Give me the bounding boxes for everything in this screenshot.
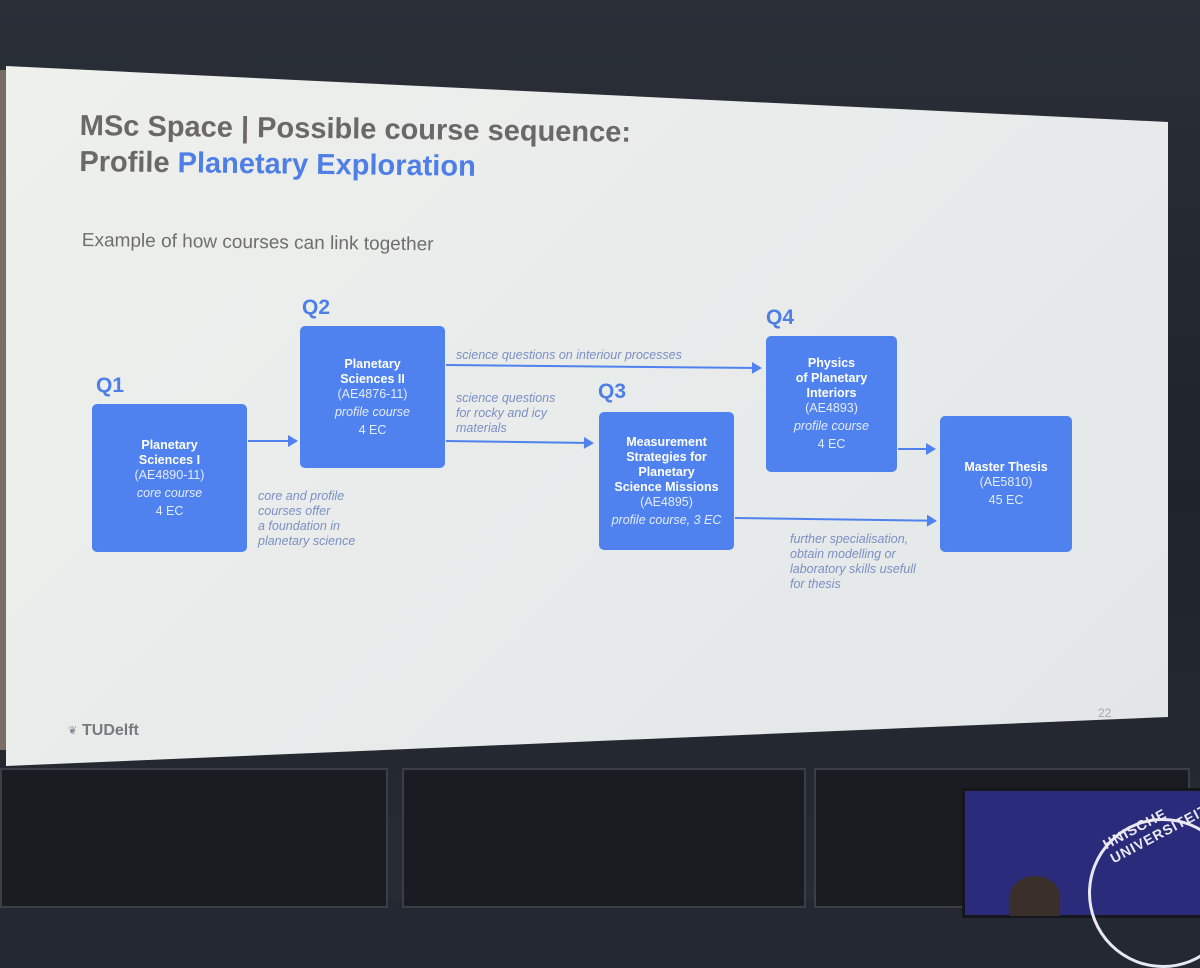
logo-text: TUDelft: [82, 722, 139, 739]
tudelft-logo: ❦ TUDelft: [68, 722, 139, 740]
flame-icon: ❦: [68, 725, 78, 737]
note-line: core and profile: [258, 489, 345, 503]
title-prefix: Profile: [79, 145, 178, 180]
course-name: Planetary: [141, 437, 198, 452]
title-highlight: Planetary Exploration: [177, 147, 476, 183]
slide-title: MSc Space | Possible course sequence: Pr…: [79, 108, 631, 187]
course-ec: 4 EC: [155, 503, 184, 518]
quarter-label-q1: Q1: [96, 374, 125, 397]
course-ec: 45 EC: [988, 493, 1024, 507]
note-foundation: core and profile courses offer a foundat…: [258, 489, 355, 549]
course-code: (AE4893): [805, 401, 858, 415]
course-kind: profile course: [334, 404, 411, 419]
course-code: (AE4895): [640, 494, 693, 509]
slide-subtitle: Example of how courses can link together: [81, 230, 434, 256]
note-line: obtain modelling or: [790, 547, 896, 561]
course-box-master-thesis: Master Thesis (AE5810) 45 EC: [940, 416, 1072, 552]
note-line: laboratory skills usefull: [790, 562, 916, 576]
course-box-physics-planetary-interiors: Physics of Planetary Interiors (AE4893) …: [766, 336, 897, 472]
course-box-planetary-sciences-1: Planetary Sciences I (AE4890-11) core co…: [92, 404, 247, 552]
course-name: Science Missions: [614, 479, 719, 494]
course-ec: 4 EC: [358, 422, 387, 437]
note-specialisation: further specialisation, obtain modelling…: [790, 532, 916, 592]
quarter-label-q3: Q3: [598, 380, 627, 403]
note-line: courses offer: [258, 504, 331, 518]
course-name: Master Thesis: [964, 460, 1048, 474]
course-kind: profile course, 3 EC: [611, 512, 722, 527]
course-name: Strategies for: [626, 449, 707, 464]
course-code: (AE5810): [979, 475, 1033, 489]
note-line: planetary science: [258, 534, 356, 548]
course-name: Sciences II: [340, 371, 405, 386]
course-kind: profile course: [793, 419, 870, 433]
course-name: Measurement: [626, 434, 707, 449]
presenter-head: [1010, 876, 1060, 916]
course-code: (AE4876-11): [337, 386, 408, 401]
note-line: a foundation in: [258, 519, 341, 533]
course-name: Planetary: [344, 356, 401, 371]
course-code: (AE4890-11): [134, 467, 205, 482]
note-line: for rocky and icy: [456, 406, 548, 420]
note-interiour-processes: science questions on interiour processes: [456, 348, 682, 362]
monitor-middle: [402, 768, 806, 908]
course-name: of Planetary: [795, 371, 868, 385]
course-name: Planetary: [638, 464, 695, 479]
arrow-q1-to-q2: [248, 435, 298, 447]
course-name: Interiors: [806, 386, 857, 400]
course-name: Physics: [807, 356, 856, 370]
note-rocky-icy: science questions for rocky and icy mate…: [456, 391, 555, 436]
note-line: for thesis: [790, 577, 841, 591]
page-number: 22: [1098, 706, 1112, 720]
arrow-q4-to-thesis: [898, 443, 936, 455]
course-ec: 4 EC: [817, 437, 846, 451]
title-line-1: MSc Space | Possible course sequence:: [79, 109, 632, 149]
monitor-left: [0, 768, 388, 908]
course-kind: core course: [136, 485, 203, 500]
note-line: further specialisation,: [790, 532, 909, 546]
note-line: materials: [456, 421, 507, 435]
course-box-measurement-strategies: Measurement Strategies for Planetary Sci…: [599, 412, 734, 550]
quarter-label-q2: Q2: [302, 296, 331, 319]
quarter-label-q4: Q4: [766, 306, 795, 329]
note-line: science questions: [456, 391, 556, 405]
course-name: Sciences I: [138, 452, 201, 467]
course-box-planetary-sciences-2: Planetary Sciences II (AE4876-11) profil…: [300, 326, 445, 468]
